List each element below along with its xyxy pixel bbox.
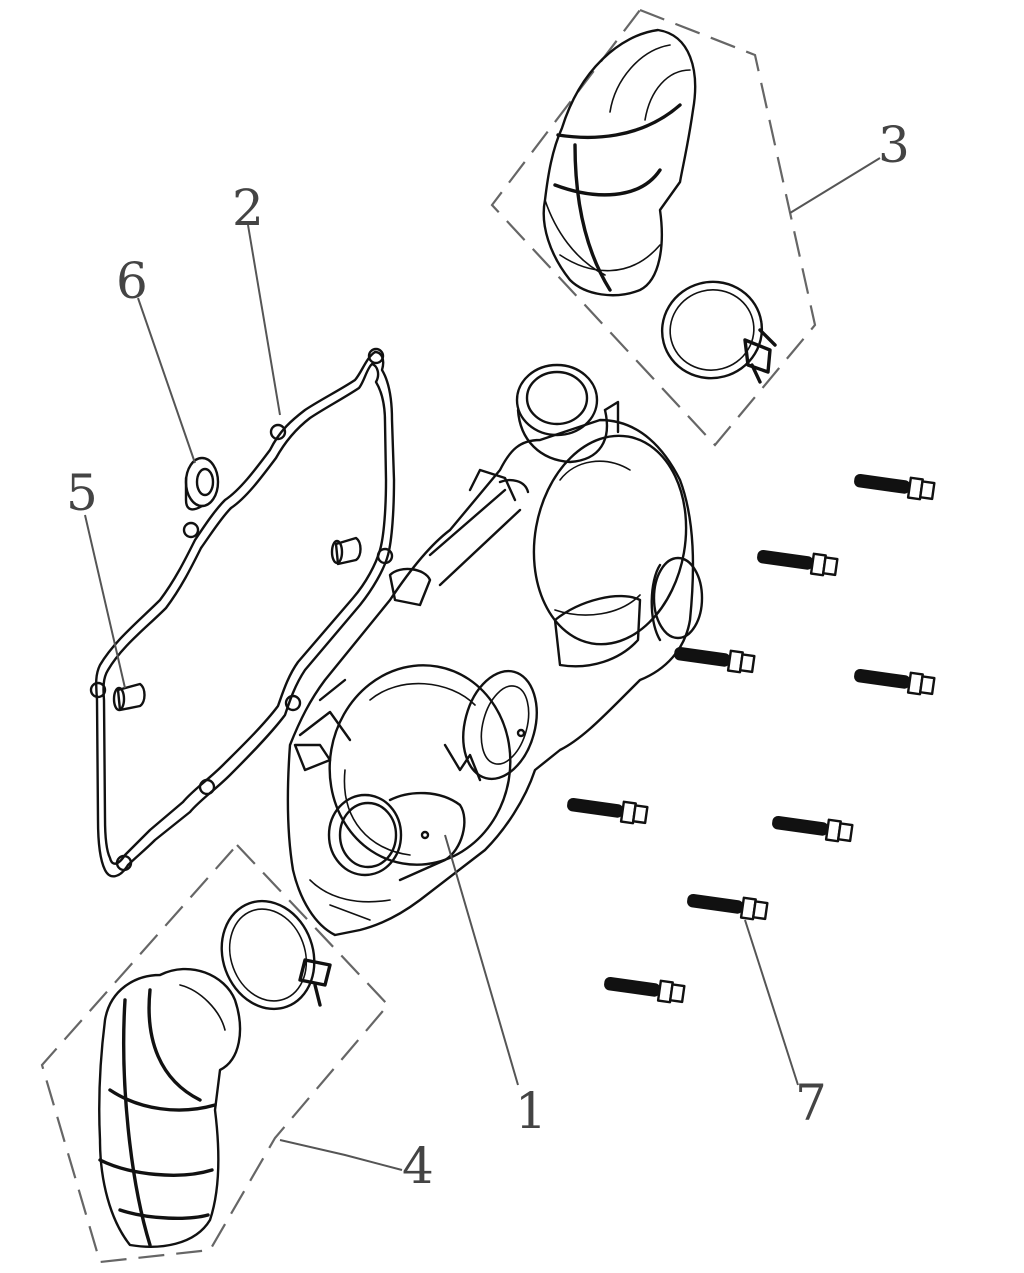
leader-3 bbox=[789, 157, 881, 214]
hose-clamp-upper bbox=[660, 280, 764, 380]
air-duct-lower bbox=[98, 967, 242, 1248]
dashed-frame-lower bbox=[40, 843, 390, 1264]
leader-5 bbox=[84, 514, 126, 689]
leader-2 bbox=[247, 224, 281, 416]
bolt bbox=[674, 646, 756, 674]
air-duct-assembly-lower bbox=[40, 843, 390, 1264]
callout-2: 2 bbox=[232, 179, 264, 237]
leader-1 bbox=[444, 834, 519, 1086]
air-duct-assembly-upper bbox=[490, 8, 817, 447]
bolt bbox=[567, 797, 649, 825]
bolt bbox=[854, 473, 936, 501]
leader-4 bbox=[279, 1139, 403, 1171]
leader-lines bbox=[84, 157, 881, 1171]
leader-7 bbox=[744, 919, 799, 1086]
bolts bbox=[567, 473, 936, 1004]
bolt bbox=[604, 976, 686, 1004]
bolt bbox=[757, 549, 839, 577]
bolt bbox=[687, 893, 769, 921]
dowel-pins bbox=[112, 536, 362, 712]
callout-6: 6 bbox=[116, 252, 148, 310]
callout-labels: 1 2 3 4 5 6 7 bbox=[66, 116, 910, 1195]
leader-6 bbox=[137, 297, 196, 464]
callout-1: 1 bbox=[515, 1082, 547, 1140]
bolt bbox=[854, 668, 936, 696]
dashed-frame-upper bbox=[490, 8, 817, 447]
callout-7: 7 bbox=[795, 1074, 827, 1132]
callout-4: 4 bbox=[402, 1137, 434, 1195]
callout-5: 5 bbox=[66, 464, 98, 522]
crankcase-cover bbox=[286, 363, 704, 937]
air-duct-upper bbox=[542, 28, 697, 297]
bolt bbox=[772, 815, 854, 843]
oil-seal bbox=[184, 456, 220, 511]
hose-clamp-lower bbox=[220, 899, 316, 1011]
callout-3: 3 bbox=[878, 116, 910, 174]
cover-gasket bbox=[89, 347, 396, 878]
